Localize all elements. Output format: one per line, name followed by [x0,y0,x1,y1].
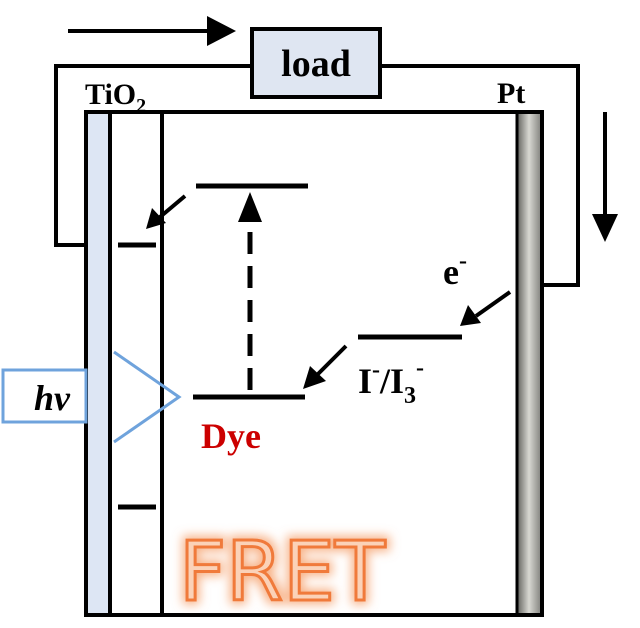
glass-substrate [88,114,108,614]
regeneration-arrow [316,344,348,376]
regeneration-arrow-head [303,366,326,389]
load-label: load [281,43,351,85]
dye-label: Dye [201,416,261,456]
top-arrow-head [207,16,236,46]
light-triangle [113,350,182,444]
injection-arrow-head [146,208,166,229]
electron-arrow [474,290,512,318]
down-arrow-head [592,214,618,242]
electron-arrow-head [460,305,481,326]
hv-box [1,368,88,424]
electron-label: e- [443,248,467,292]
tio2-label: TiO2 [85,78,146,117]
hv-label: hv [34,378,71,418]
circuit-wire-right [380,64,580,287]
pt-electrode [518,114,540,614]
load-box [250,27,382,99]
fret-label: FRET [179,525,386,620]
pt-label: Pt [497,77,525,110]
circuit-wire [54,64,252,247]
injection-arrow [158,194,187,219]
cell-outline [84,110,544,617]
redox-label: I-/I3- [358,355,424,409]
excitation-arrow-head [238,192,262,222]
glass-overlay [88,368,108,424]
